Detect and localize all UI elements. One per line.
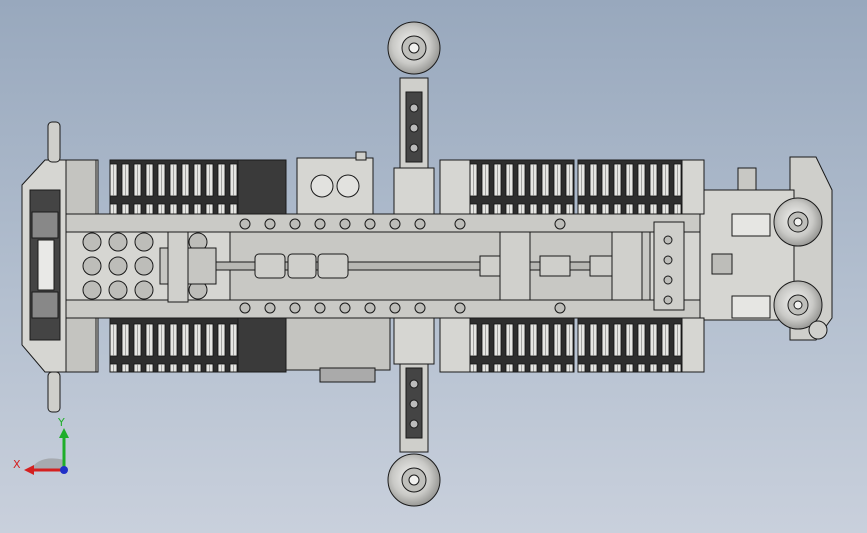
- bottom-box-module: [284, 317, 391, 371]
- z-axis-point: [60, 466, 68, 474]
- outrigger-foot-bottom: [387, 453, 441, 507]
- wheel-rear-bottom: [577, 317, 683, 373]
- coordinate-triad: Y X: [13, 416, 69, 475]
- y-axis-label: Y: [57, 416, 65, 429]
- outrigger-foot-top: [387, 21, 441, 75]
- front-pin-bottom: [47, 371, 61, 413]
- wheel-front-top: [109, 159, 239, 215]
- wheel-mid-top: [469, 159, 575, 215]
- front-pin-top: [47, 121, 61, 163]
- triad-base-plane: [30, 458, 64, 470]
- wheel-front-bottom: [109, 317, 239, 373]
- hitch-roller-bottom: [773, 280, 823, 330]
- x-axis-label: X: [13, 458, 21, 471]
- top-box-module: [296, 157, 374, 215]
- wheel-mid-bottom: [469, 317, 575, 373]
- hitch-roller-top: [773, 197, 823, 247]
- wheel-rear-top: [577, 159, 683, 215]
